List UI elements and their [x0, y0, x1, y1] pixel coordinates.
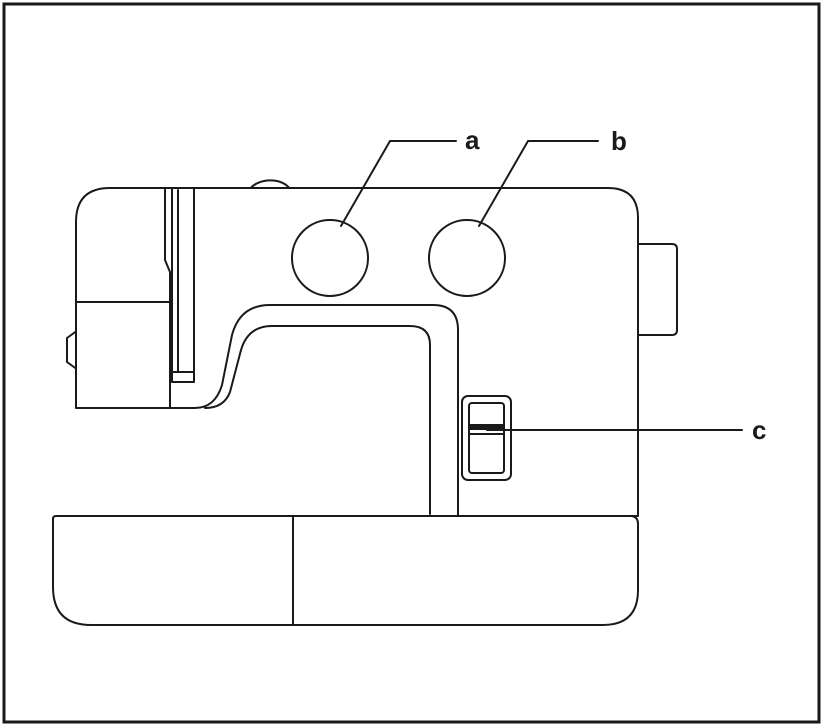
reverse-lever-handle — [470, 424, 504, 430]
leader-line-b — [478, 140, 599, 227]
needle-bar — [171, 187, 195, 383]
needle-housing — [164, 187, 171, 409]
reverse-lever-inner — [468, 402, 505, 474]
leader-line-a — [340, 140, 457, 227]
dial-a — [291, 219, 369, 297]
callout-label-b: b — [611, 126, 627, 156]
callout-label-a: a — [465, 125, 480, 155]
dial-b — [428, 219, 506, 297]
arm-inner-outline — [204, 325, 431, 515]
callout-label-c: c — [752, 415, 766, 445]
machine-base — [52, 515, 639, 626]
handwheel — [637, 243, 678, 336]
